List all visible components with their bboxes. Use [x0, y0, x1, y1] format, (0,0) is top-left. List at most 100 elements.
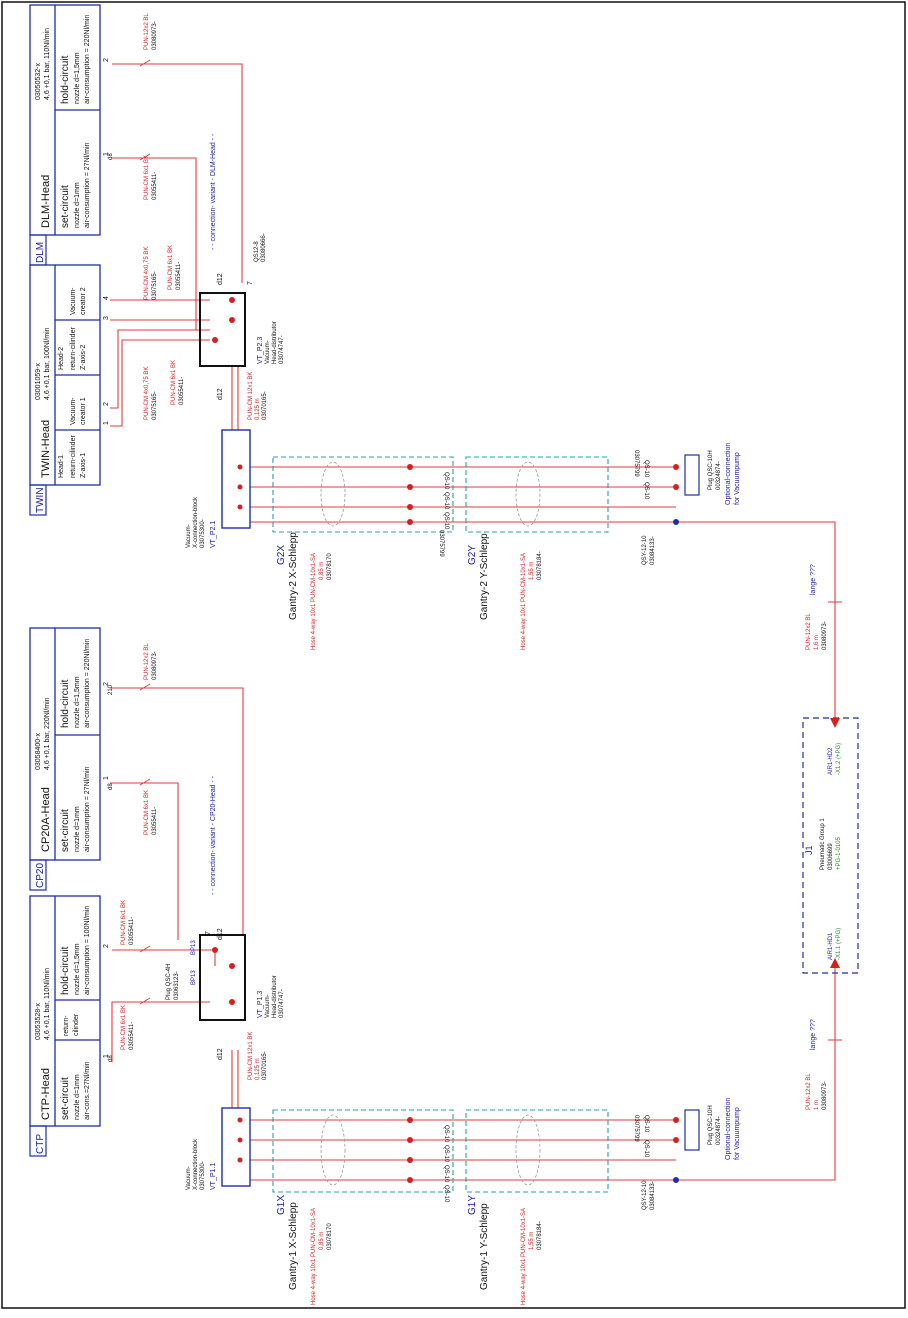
vp2-part: 03074747- [279, 335, 285, 364]
xb2-box [221, 429, 251, 529]
supply1-len: 1 m [814, 1100, 820, 1110]
supply-hose-2 [676, 521, 836, 718]
supply2-len: 1,6 m [814, 635, 820, 650]
g2x-chain [272, 456, 454, 533]
g1x-tag: G1X [276, 1195, 287, 1215]
vp1-sub: Head-distributor [272, 975, 278, 1018]
dlm-set-hose [112, 157, 197, 330]
cp20-set-hose [110, 782, 179, 940]
plug10h-g2-part: 00324874- [716, 461, 722, 490]
d8-cp20: d8 [108, 783, 114, 790]
ctp-set-hose-part: 03055411- [129, 1022, 135, 1050]
ctp-ret-l2: cilinder [73, 1013, 80, 1036]
ctp-spec: 4,6 +0,1 bar, 110Nl/min [44, 968, 51, 1040]
qsy-g2-part: 03084133- [650, 536, 656, 565]
g2y-hose-part: 03078184- [537, 551, 543, 580]
supply2-hose: PUN-12x2 BL [806, 613, 812, 650]
vp2-tag: VT_P2.3 [257, 337, 264, 364]
dlm-set-title: set-circuit [60, 185, 71, 228]
dlm-title: DLM-Head [40, 175, 52, 228]
pin-cp20-2: 2 [103, 682, 110, 686]
dlm-variant-label: - - connection- variant - DLM-Head - - [210, 133, 217, 250]
qs10-part-g1: 03075799 [633, 1115, 639, 1142]
twin-c1-l1: return-cilinder [70, 435, 77, 478]
cp20-hold-hose-label: PUN-12x2 BL [144, 643, 150, 680]
twin-hose2-label: PUN-CM 6x1 BK [171, 360, 177, 405]
g2x-hose-part: 03078170 [327, 553, 333, 580]
qs10-part-g2x: 03075799 [438, 530, 444, 557]
vp2-sub: Head-distributor [272, 321, 278, 364]
cp20-spec: 4,6 +0,1 bar, 220Nl/min [44, 697, 51, 770]
g1y-hose-part: 03078184- [537, 1221, 543, 1250]
cp20-set-hose-label: PUN-CM 6x1 BK [144, 790, 150, 835]
pin-twin-4: 4 [103, 296, 110, 300]
hose-lines [110, 63, 836, 1181]
j1-name: Pneumatic Group 1 [820, 818, 826, 870]
pin-vp2-7: 7 [247, 281, 254, 285]
supply1-hose: PUN-12x2 BL [806, 1073, 812, 1110]
d8-ctp: d8 [108, 1055, 114, 1062]
qs10-g1-a: QS-10 [643, 1115, 649, 1133]
dlm-set-hose-part: 03055411- [152, 172, 158, 200]
supply1-part: 03080973- [822, 1081, 828, 1110]
g2x-hose: Hose 4-way 10x1 PUN-CM-10x1-SA [311, 553, 317, 650]
cp20-part: 03058400-x [35, 733, 42, 770]
cp20-set-title: set-circuit [60, 809, 71, 852]
vp2-title: Vacuum- [265, 340, 271, 364]
optional2-g2: for Vacuumpump [734, 452, 741, 505]
ctp-set-hose [111, 1001, 210, 1062]
dlm-set-l2: air-consumption = 27Nl/min [84, 142, 91, 228]
g2y-hose-len: 1,55 m [529, 562, 535, 580]
twin-head2: Head-2 [58, 347, 65, 370]
pin-vp1-7: 7 [205, 931, 212, 935]
j1-ref: +PG-1-0105 [836, 836, 842, 870]
chain-ellipses [320, 461, 541, 1186]
twin-c3-l2: Z-axis-2 [80, 345, 87, 370]
qs10-g1-b: QS-10 [643, 1140, 649, 1158]
dlm-part: 03050532-x [35, 63, 42, 100]
dlm-head-box [29, 4, 101, 236]
optional2-g1: for Vacuumpump [734, 1107, 741, 1160]
cp20-hold-l1: nozzle d=1,5mm [74, 676, 81, 728]
ctp-set-title: set-circuit [60, 1077, 71, 1120]
dlm-hold-hose [112, 63, 243, 283]
d12-vp2: d12 [217, 273, 224, 285]
g1x-hose-part: 03078170 [327, 1223, 333, 1250]
twin-hose2-part: 03055411- [179, 377, 185, 405]
optional-g1: Optional-connection [725, 1098, 732, 1160]
twin-hose-2 [110, 329, 210, 409]
twin-c4-l2: creator 2 [80, 287, 87, 315]
d12-vp1: d12 [217, 928, 224, 940]
dlm-set-l1: nozzle d=1mm [74, 182, 81, 228]
dlm-hold-hose-label: PUN-12x2 BL [144, 13, 150, 50]
ctp-set-l1: nozzle d=1mm [74, 1074, 81, 1120]
qsy-g2: QSY-12-10 [642, 535, 648, 565]
vp2-distributor [199, 292, 246, 367]
pin-ctp-1: 1 [103, 1054, 110, 1058]
g2y-tag: G2Y [467, 545, 478, 565]
g2y-name: Gantry-2 Y-Schlepp [479, 533, 490, 620]
vp2-xb2-len: 0,125 m [255, 398, 261, 420]
tag-twin: TWIN [35, 487, 46, 513]
vp1-distributor [199, 934, 246, 1021]
p210-cp20: 210 [108, 684, 114, 695]
pin-twin-1: 1 [103, 421, 110, 425]
g1y-hose: Hose 4-way 10x1 PUN-CM-10x1-SA [521, 1208, 527, 1305]
dlm-hold-l2: air-consumption = 220Nl/min [84, 15, 91, 104]
gantry-chains [272, 456, 609, 1193]
junction-dots [212, 297, 679, 1183]
g1x-name: Gantry-1 X-Schlepp [288, 1202, 299, 1290]
cp20-hold-hose-part: 03080973- [152, 651, 158, 680]
xb1-tag: VT_P1.1 [210, 1163, 217, 1190]
ctp-set-hose-label: PUN-CM 6x1 BK [121, 1005, 127, 1050]
twin-hose3-label: PUN-CM 4x0,75 BK [144, 247, 150, 300]
qs10-label-6: QS-10 [443, 512, 449, 530]
cp20-variant-label: - - connection- variant - CP20-Head - - [210, 775, 217, 895]
qs10-label-4: QS-10 [443, 472, 449, 490]
tag-boxes [29, 234, 47, 1157]
vp1-xb1-hose: PUN-CM 12x1 BK [248, 1032, 254, 1080]
supply1-length: lange ??? [810, 1019, 817, 1050]
qsy-g1-part: 03084133- [650, 1181, 656, 1210]
